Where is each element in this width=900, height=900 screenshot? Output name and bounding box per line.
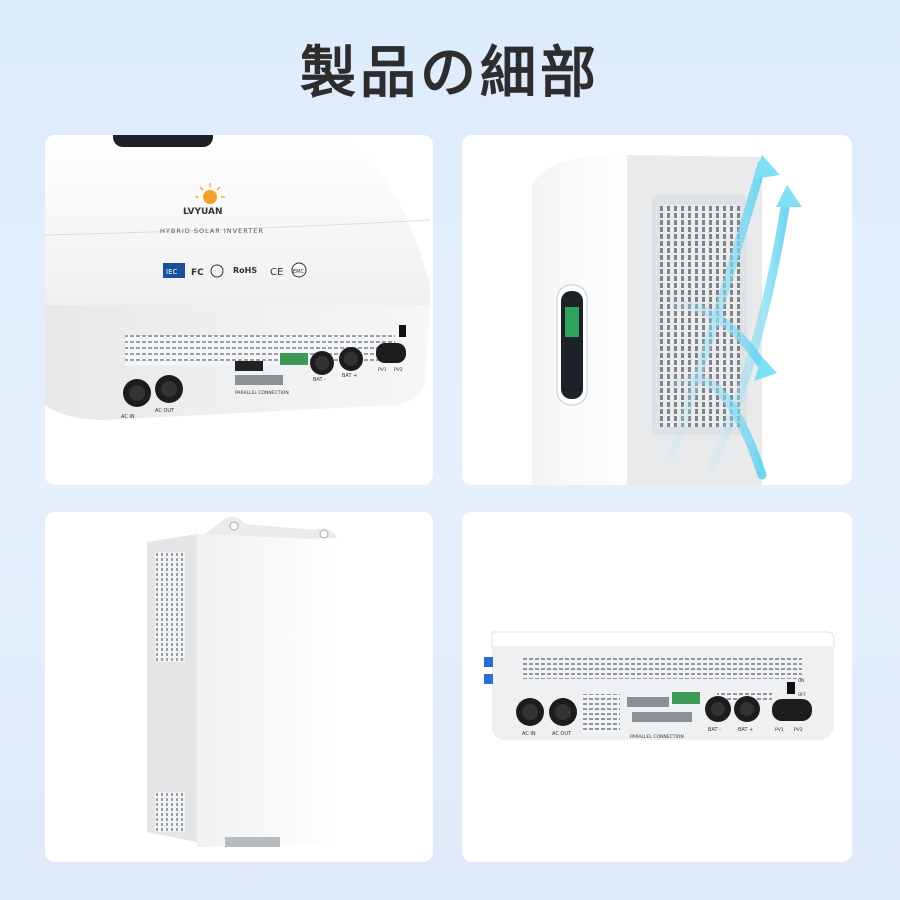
label-parallel: PARALLEL CONNECTION <box>235 390 289 396</box>
port-bat-pos <box>339 347 363 371</box>
label-switch-on: ON <box>798 678 804 683</box>
label-ac-out: AC OUT <box>155 408 175 414</box>
cert-ce: CE <box>270 267 283 278</box>
product-subtitle: HYBRID SOLAR INVERTER <box>160 227 264 235</box>
iec-badge <box>163 263 185 278</box>
port-bat-neg <box>705 696 731 722</box>
db9-ports <box>632 712 692 722</box>
power-switch <box>399 325 406 337</box>
product-photo-back <box>45 512 433 862</box>
label-pv1: PV1 <box>775 727 784 733</box>
label-switch-off: OFF <box>798 692 806 697</box>
product-photo-connectors: AC IN AC OUT PARALLEL CONNECTION BAT - B… <box>462 512 852 862</box>
power-switch <box>787 682 795 694</box>
port-pv <box>772 699 812 721</box>
ul-mark-icon <box>210 264 224 278</box>
cert-rohs: RoHS <box>233 266 257 275</box>
terminal-block <box>280 353 308 365</box>
label-pv2: PV2 <box>394 367 403 373</box>
cert-emc: EMC <box>293 269 304 275</box>
sun-logo-icon <box>195 183 225 204</box>
port-ac-out <box>549 698 577 726</box>
cert-iec: IEC <box>166 268 177 276</box>
label-bat-neg: BAT - <box>313 377 326 383</box>
cert-fc: FC <box>191 268 204 278</box>
label-parallel: PARALLEL CONNECTION <box>630 734 684 740</box>
page-title: 製品の細部 <box>300 41 600 106</box>
product-photo-airflow <box>462 135 852 485</box>
port-ac-out <box>155 375 183 403</box>
rj45-ports <box>235 361 263 371</box>
port-bat-pos <box>734 696 760 722</box>
label-ac-in: AC IN <box>522 731 536 737</box>
label-bat-pos: BAT + <box>738 727 753 733</box>
product-photo-bottom-front: LVYUAN HYBRID SOLAR INVERTER IEC FC RoHS… <box>45 135 433 485</box>
port-bat-neg <box>310 351 334 375</box>
brand-name: LVYUAN <box>183 207 223 217</box>
label-ac-in: AC IN <box>121 414 135 420</box>
label-bat-pos: BAT + <box>342 373 357 379</box>
label-pv1: PV1 <box>378 367 387 373</box>
label-ac-out: AC OUT <box>552 731 572 737</box>
label-bat-neg: BAT - <box>708 727 721 733</box>
label-pv2: PV2 <box>794 727 803 733</box>
db9-ports <box>235 375 283 385</box>
port-ac-in <box>123 379 151 407</box>
airflow-arrows-icon <box>667 160 792 480</box>
port-pv <box>376 343 406 363</box>
rj45-ports <box>627 697 669 707</box>
port-ac-in <box>516 698 544 726</box>
terminal-block <box>672 692 700 704</box>
